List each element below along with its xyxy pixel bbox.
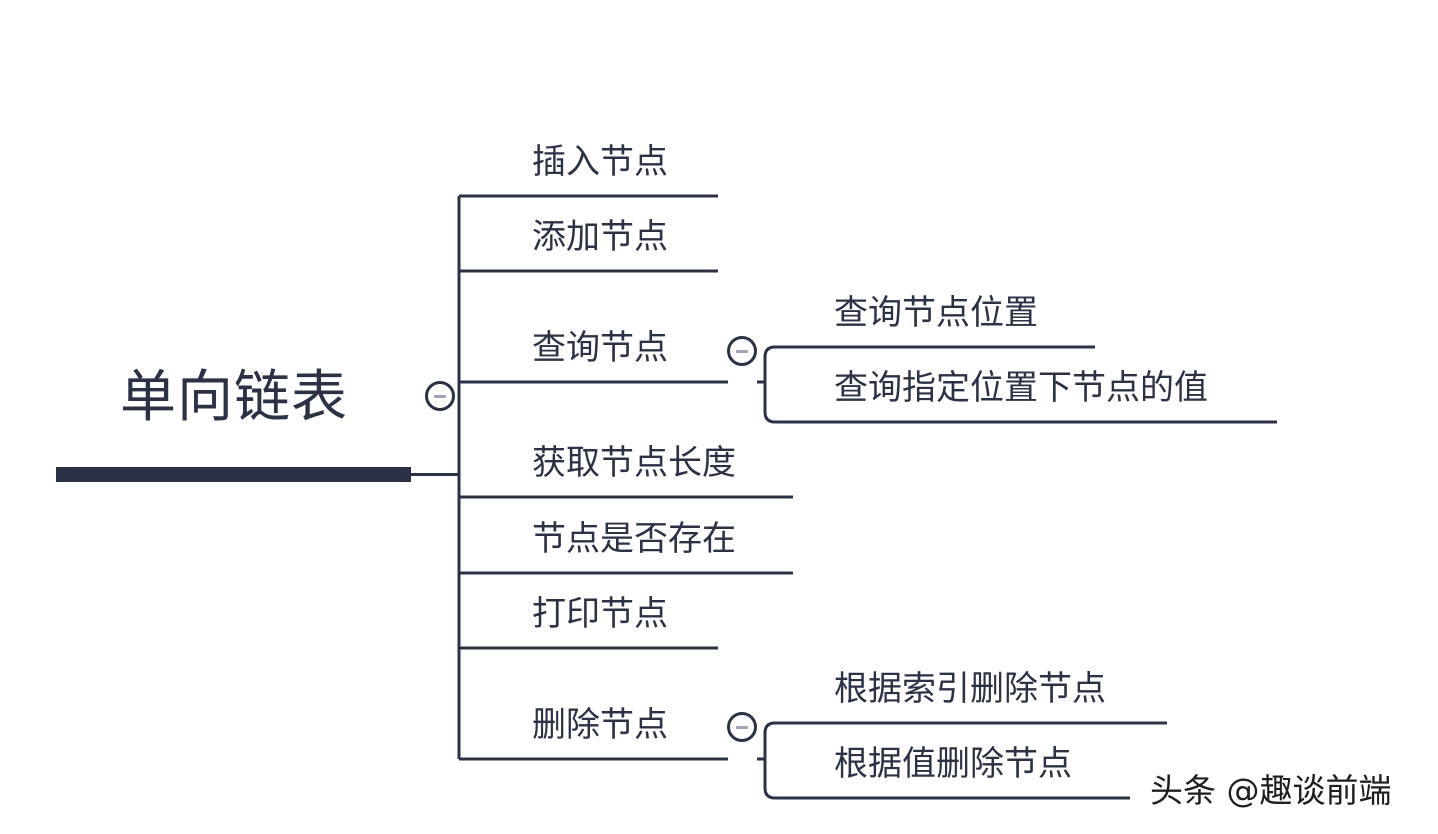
root-underline: [56, 467, 411, 482]
root-topic-title[interactable]: 单向链表: [120, 365, 348, 430]
delete-child-connector-1: [763, 721, 1167, 759]
delete-collapse-minus-icon[interactable]: [727, 712, 757, 742]
branch-label-query-node[interactable]: 查询节点: [532, 328, 668, 368]
query-child-connector-1: [763, 345, 1095, 382]
child-label-query-value-at-position[interactable]: 查询指定位置下节点的值: [834, 368, 1208, 408]
root-collapse-minus-icon[interactable]: [425, 381, 455, 411]
branch-label-insert-node[interactable]: 插入节点: [532, 142, 668, 182]
child-label-query-position[interactable]: 查询节点位置: [834, 293, 1038, 333]
query-collapse-minus-icon[interactable]: [727, 336, 757, 366]
query-child-connector-2: [763, 382, 1277, 424]
branch-label-append-node[interactable]: 添加节点: [532, 217, 668, 257]
child-label-delete-by-index[interactable]: 根据索引删除节点: [834, 669, 1106, 709]
delete-child-connector-2: [763, 759, 1130, 800]
branch-label-node-length[interactable]: 获取节点长度: [532, 443, 736, 483]
child-label-delete-by-value[interactable]: 根据值删除节点: [834, 744, 1072, 784]
branch-label-delete-node[interactable]: 删除节点: [532, 705, 668, 745]
branch-label-print-node[interactable]: 打印节点: [532, 594, 668, 634]
watermark-text: 头条 @趣谈前端: [1150, 771, 1392, 810]
branch-label-node-exists[interactable]: 节点是否存在: [532, 519, 736, 559]
